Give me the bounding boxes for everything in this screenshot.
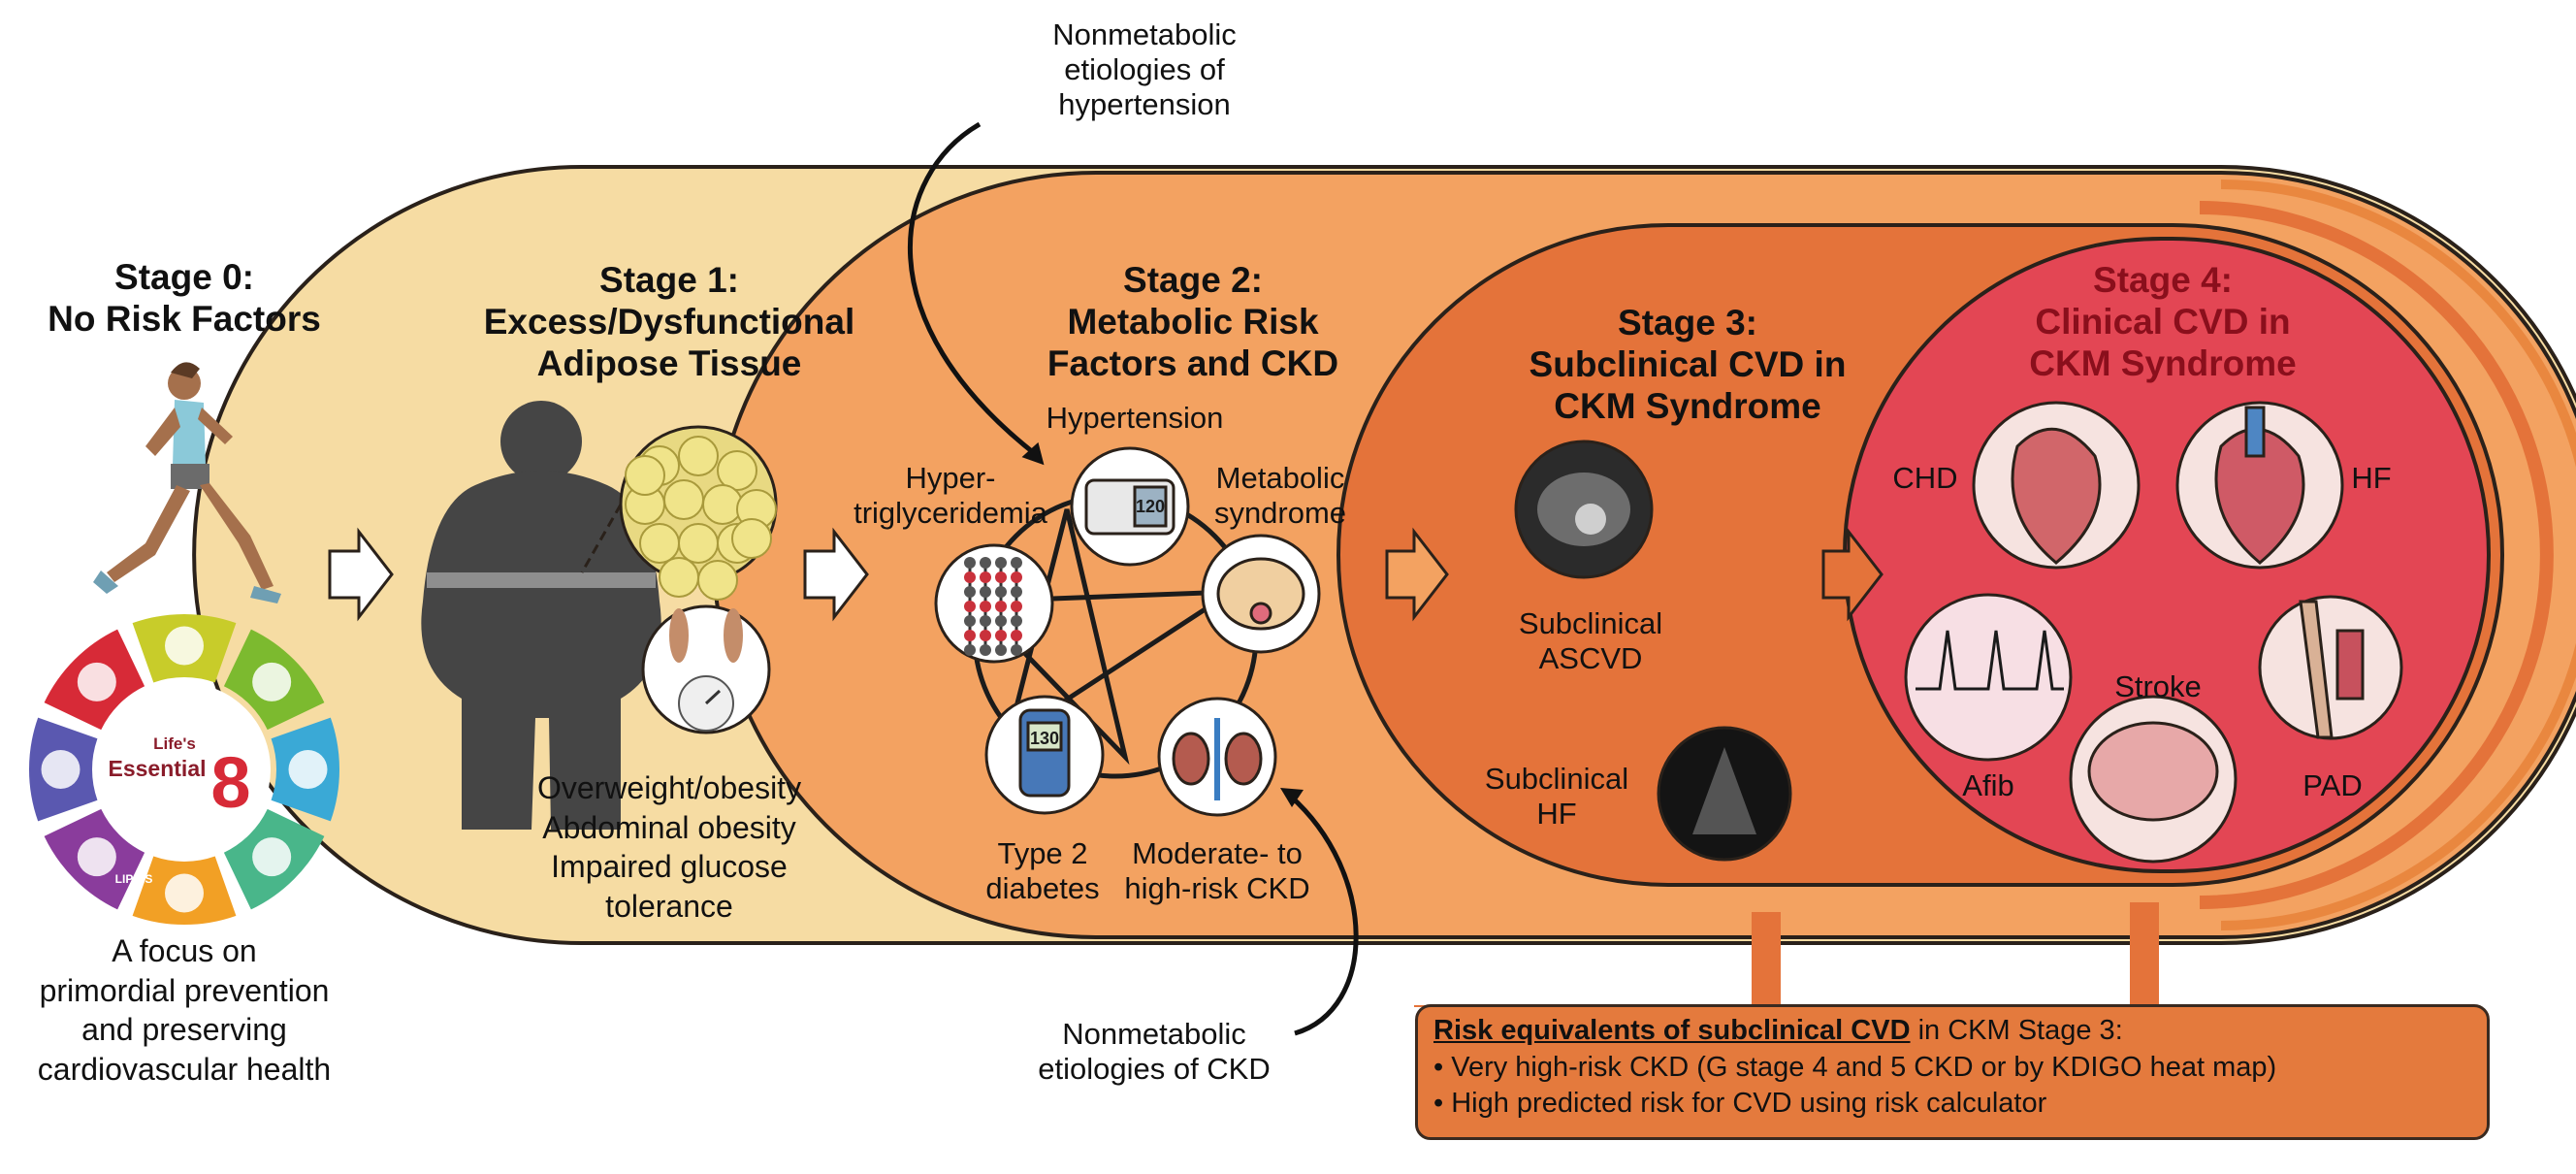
triglyceride-chains [964,557,1022,656]
arrow-stage1-2 [803,527,869,622]
le8-segment-icon [165,873,204,913]
tg-atom [980,615,991,627]
tg-atom [980,601,991,612]
le8-segment-icon [252,662,292,701]
stage0-title: Stage 0:No Risk Factors [48,257,321,339]
tg-atom [980,571,991,583]
tg-atom [995,615,1007,627]
fat-cell [702,484,743,525]
arrow-ckd-etiology [1288,794,1359,1036]
hypertriglyceridemia-icon [934,543,1054,664]
stage2-icons [934,446,1321,817]
le8-label-1: Life's [153,734,196,753]
label-hf: HF [2351,461,2392,495]
transition-arrows [328,527,1884,622]
afib-ecg-icon [1904,593,2073,762]
tg-atom [1011,571,1022,583]
risk-equivalents-box: Risk equivalents of subclinical CVD in C… [1415,1004,2490,1140]
le8-segment-icon [252,837,292,877]
fat-cell [663,479,704,520]
tg-atom [995,586,1007,598]
tg-atom [995,644,1007,656]
tg-atom [964,630,976,641]
tg-atom [964,601,976,612]
label-pad: PAD [2302,768,2363,802]
stage4-imaging [1904,401,2403,864]
fat-cell [717,450,757,491]
le8-lipids: LIPIDS [115,872,153,886]
tg-atom [964,644,976,656]
bp-reading: 120 [1136,497,1165,516]
le8-segment-icon [77,837,116,877]
tg-atom [995,601,1007,612]
arrow-stage0-1 [328,527,394,622]
le8-segment-icon [288,750,328,789]
tg-atom [995,571,1007,583]
fat-cell [639,523,680,564]
label-hypertension: Hypertension [1046,401,1224,435]
tg-atom [980,630,991,641]
tg-atom [1011,586,1022,598]
tg-atom [964,571,976,583]
tg-atom [1011,644,1022,656]
tg-atom [1011,615,1022,627]
fat-cell [678,436,719,476]
risk-box-bullet: • Very high-risk CKD (G stage 4 and 5 CK… [1433,1051,2277,1083]
label-stroke: Stroke [2114,669,2202,703]
tg-atom [1011,630,1022,641]
lifes-essential-8-wheel [28,613,339,925]
le8-center [98,683,271,856]
runner-illustration [93,362,281,603]
fat-cell [678,523,719,564]
tg-atom [980,586,991,598]
tg-atom [964,615,976,627]
arrow-stage2-3 [1385,527,1449,622]
le8-segment-icon [77,662,116,701]
obesity-silhouette [421,401,661,830]
tg-atom [995,557,1007,569]
fat-cell [659,557,699,598]
arrow-stage3-4 [1821,527,1884,622]
fat-cell [697,560,738,601]
tg-atom [995,630,1007,641]
label-chd: CHD [1892,461,1958,495]
tg-atom [964,557,976,569]
le8-number: 8 [210,742,250,823]
tg-atom [980,644,991,656]
tg-atom [980,557,991,569]
le8-segment-icon [165,626,204,666]
risk-box-bullet: • High predicted risk for CVD using risk… [1433,1088,2047,1120]
stage3-imaging [1514,440,1792,862]
label-afib: Afib [1962,768,2014,802]
tg-atom [964,586,976,598]
fat-cell-cluster [625,436,777,601]
tg-atom [1011,557,1022,569]
risk-box-heading: Risk equivalents of subclinical CVD in C… [1433,1015,2123,1046]
fat-cell [625,455,665,496]
label-hypertriglyceridemia: Hyper-triglyceridemia [853,461,1047,530]
le8-segment-icon [41,750,80,789]
fat-cell [731,518,772,559]
le8-label-2: Essential [109,756,207,781]
arrow-hypertension-etiology [907,121,1040,458]
glucose-reading: 130 [1030,729,1059,748]
tg-atom [1011,601,1022,612]
